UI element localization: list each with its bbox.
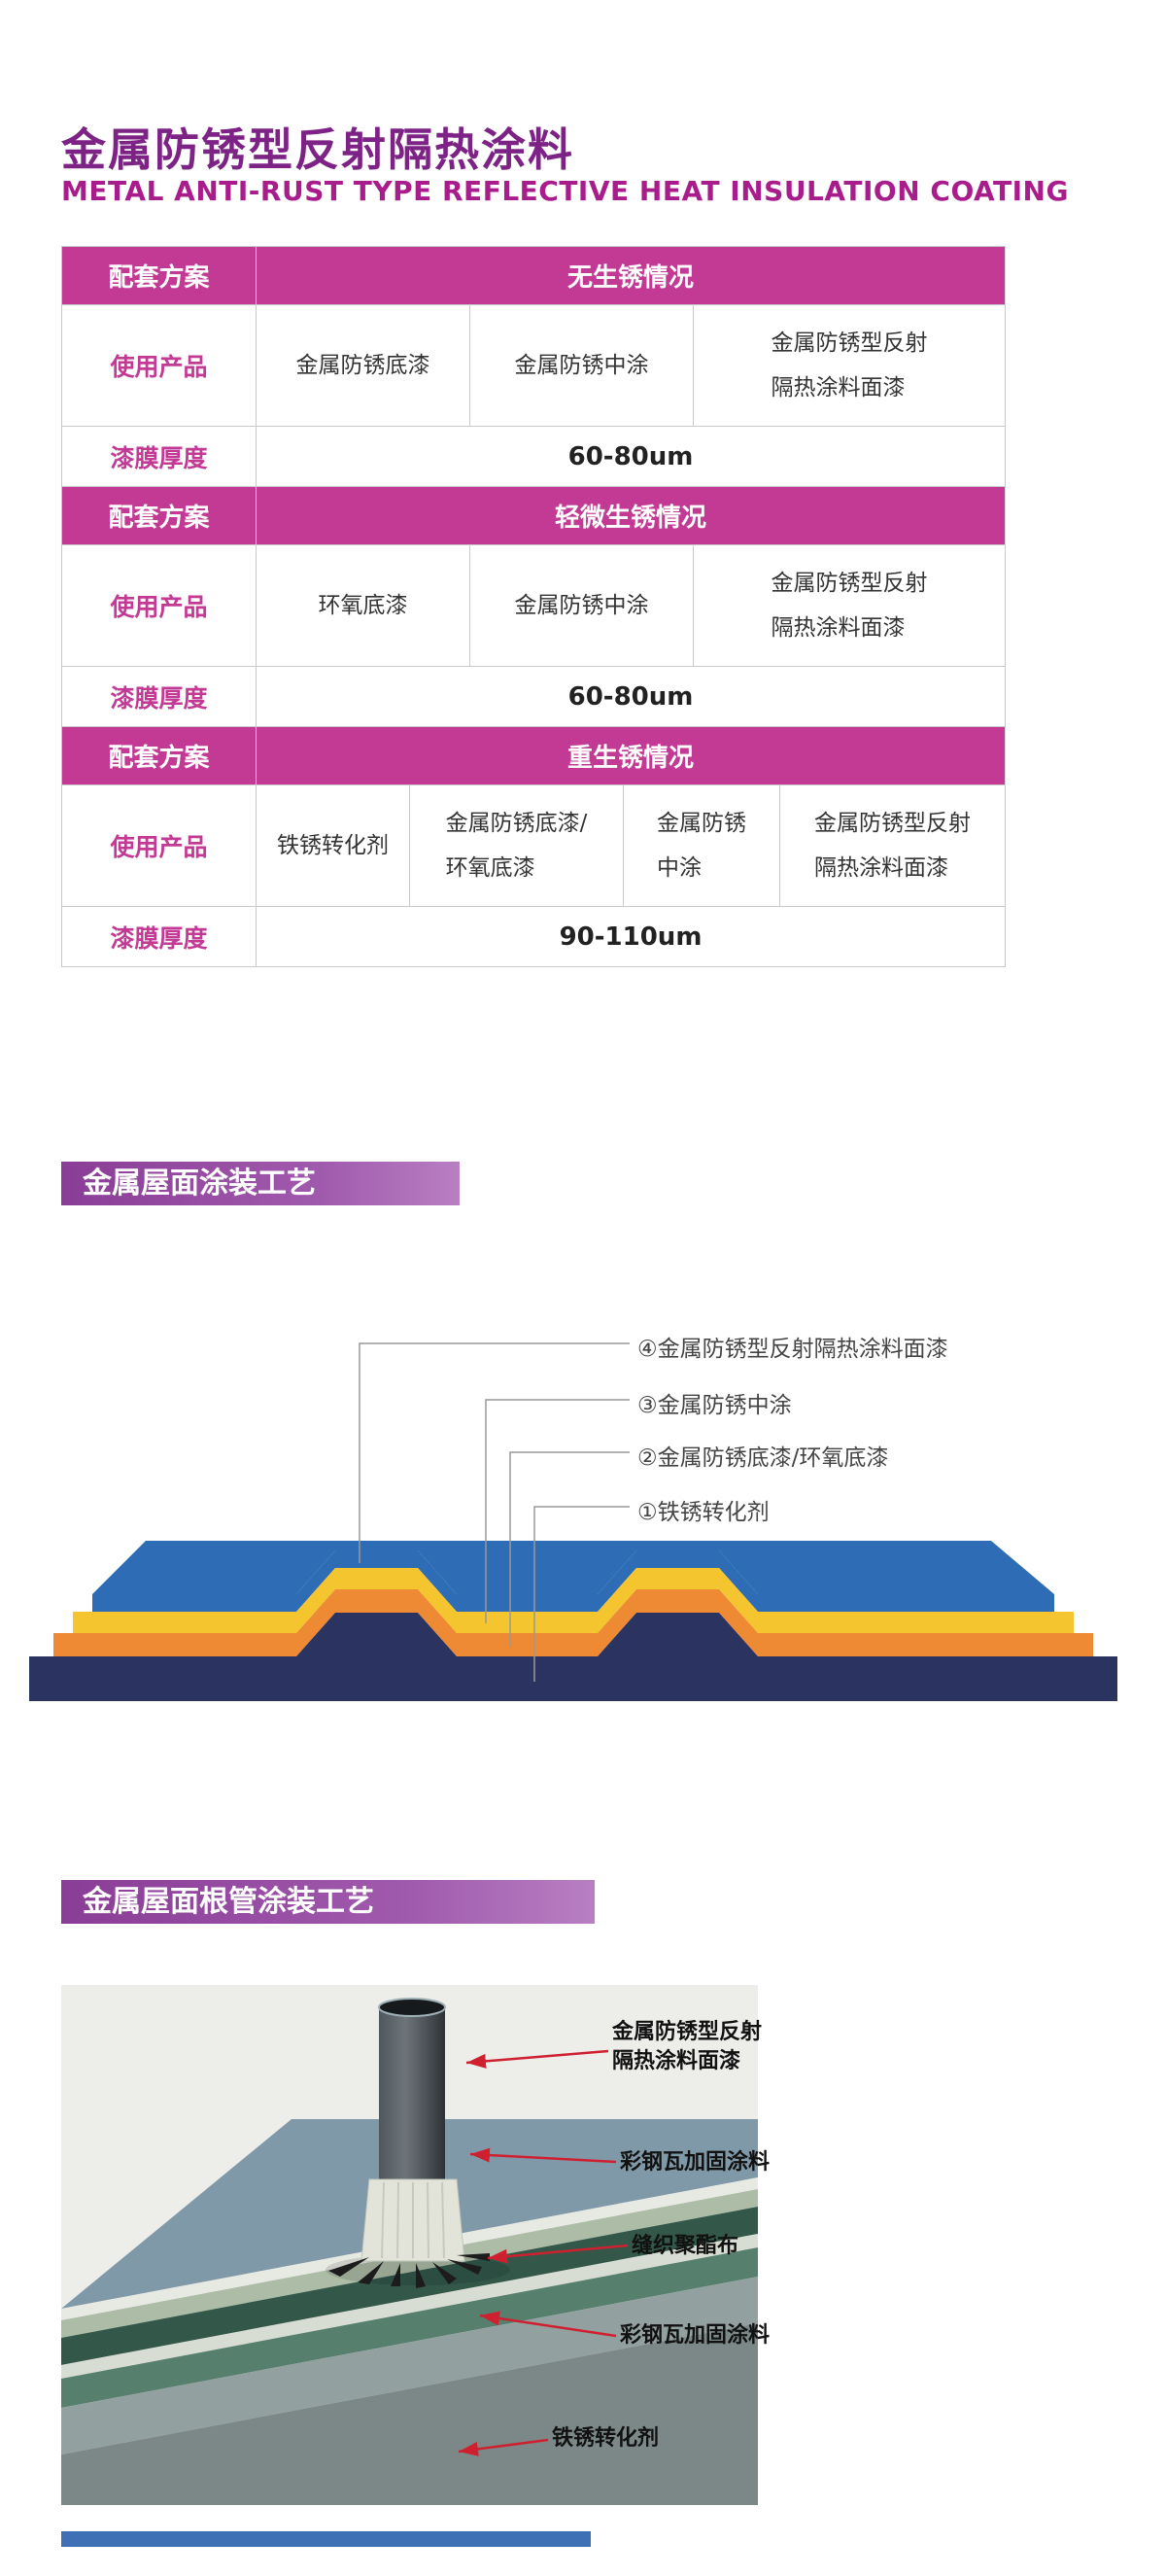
leader-line-rust-converter [533,1506,630,1682]
product-text: 环氧底漆 [318,593,408,618]
roof-layers-svg [29,1342,1117,1701]
fabric-fringe [328,2253,490,2288]
callout-rust-converter: 铁锈转化剂 [552,2426,660,2451]
thickness-value-cell: 90-110um [257,907,1006,967]
products-label-cell: 使用产品 [62,305,257,427]
layer-label-midcoat: ③金属防锈中涂 [637,1393,792,1418]
page-subtitle: METAL ANTI-RUST TYPE REFLECTIVE HEAT INS… [61,175,1069,207]
roof-layer-topcoat-band [92,1550,1054,1612]
product-cell: 金属防锈型反射 隔热涂料面漆 [780,785,1006,907]
roof-layer-topcoat-surface [92,1541,1054,1594]
roof-layer-primer-band [53,1589,1093,1656]
plan-header-cell: 配套方案 [62,247,257,305]
thickness-value-cell: 60-80um [257,427,1006,487]
product-text: 金属防锈底漆/ 环氧底漆 [445,811,588,881]
product-text: 金属防锈 中涂 [657,811,746,881]
thickness-row: 漆膜厚度 60-80um [62,427,1006,487]
table-header-row: 配套方案 轻微生锈情况 [62,487,1006,545]
arrow-rust-converter [458,2438,549,2456]
products-row: 使用产品 环氧底漆 金属防锈中涂 金属防锈型反射 隔热涂料面漆 [62,545,1006,667]
plan-header-cell: 配套方案 [62,487,257,545]
thickness-value-cell: 60-80um [257,667,1006,727]
roof-layer-midcoat-band [73,1568,1074,1633]
bottom-blue-strip [61,2531,591,2547]
pipe-top-rim [378,1998,446,2017]
callout-reinforce-upper: 彩钢瓦加固涂料 [620,2150,771,2175]
products-row: 使用产品 铁锈转化剂 金属防锈底漆/ 环氧底漆 金属防锈 中涂 金属防锈型反射 … [62,785,1006,907]
arrow-reinforce-lower [479,2311,617,2338]
product-text: 铁锈转化剂 [277,833,389,858]
pipe-illustration-svg [61,1985,758,2505]
condition-header-cell: 重生锈情况 [257,727,1006,785]
thickness-row: 漆膜厚度 90-110um [62,907,1006,967]
callout-polyester-fabric: 缝织聚酯布 [632,2234,739,2258]
thickness-label-cell: 漆膜厚度 [62,427,257,487]
product-text: 金属防锈中涂 [514,353,649,378]
layer-label-rust-converter: ①铁锈转化剂 [637,1500,770,1525]
product-text: 金属防锈底漆 [295,353,430,378]
sheet-band-dark-green [61,2207,758,2365]
thickness-row: 漆膜厚度 60-80um [62,667,1006,727]
product-text: 金属防锈型反射 隔热涂料面漆 [771,571,928,641]
product-cell: 铁锈转化剂 [257,785,410,907]
product-cell: 金属防锈中涂 [470,305,694,427]
roof-layer-rust-converter-slab [29,1613,1117,1701]
arrow-topcoat [465,2049,609,2069]
layer-label-topcoat: ④金属防锈型反射隔热涂料面漆 [637,1337,948,1362]
product-cell: 金属防锈型反射 隔热涂料面漆 [694,305,1006,427]
layer-label-primer: ②金属防锈底漆/环氧底漆 [637,1445,889,1471]
product-cell: 金属防锈底漆 [257,305,470,427]
table-header-row: 配套方案 重生锈情况 [62,727,1006,785]
collar-streaks [381,2181,445,2259]
product-cell: 金属防锈中涂 [470,545,694,667]
product-cell: 金属防锈 中涂 [624,785,780,907]
products-label-cell: 使用产品 [62,545,257,667]
leader-line-primer [509,1451,630,1647]
product-cell: 金属防锈型反射 隔热涂料面漆 [694,545,1006,667]
product-cell: 金属防锈底漆/ 环氧底漆 [410,785,624,907]
arrow-polyester-fabric [487,2244,629,2264]
leader-line-topcoat [359,1342,630,1563]
base-metal-lower [61,2323,758,2505]
thickness-label-cell: 漆膜厚度 [62,907,257,967]
plan-header-cell: 配套方案 [62,727,257,785]
roof-layers-diagram: ④金属防锈型反射隔热涂料面漆 ③金属防锈中涂 ②金属防锈底漆/环氧底漆 ①铁锈转… [0,1322,1166,1769]
base-metal-upper [61,2277,758,2454]
condition-header-cell: 轻微生锈情况 [257,487,1006,545]
product-cell: 环氧底漆 [257,545,470,667]
condition-header-cell: 无生锈情况 [257,247,1006,305]
pipe-illustration: 金属防锈型反射 隔热涂料面漆 彩钢瓦加固涂料 缝织聚酯布 彩钢瓦加固涂料 铁锈转… [0,1973,1166,2527]
callout-arrows [458,2049,629,2456]
leader-line-midcoat [485,1399,630,1623]
section-heading-roof-process: 金属屋面涂装工艺 [61,1162,460,1205]
coating-plan-table: 配套方案 无生锈情况 使用产品 金属防锈底漆 金属防锈中涂 金属防锈型反射 隔热… [61,246,1006,967]
thickness-label-cell: 漆膜厚度 [62,667,257,727]
sheet-band-pale [61,2234,758,2379]
product-text: 金属防锈型反射 隔热涂料面漆 [771,331,928,400]
page-title: 金属防锈型反射隔热涂料 [61,123,574,176]
sheet-band-sage [61,2189,758,2338]
products-row: 使用产品 金属防锈底漆 金属防锈中涂 金属防锈型反射 隔热涂料面漆 [62,305,1006,427]
callout-topcoat: 金属防锈型反射 隔热涂料面漆 [612,2020,763,2073]
table-header-row: 配套方案 无生锈情况 [62,247,1006,305]
product-text: 金属防锈中涂 [514,593,649,618]
section-heading-pipe-process: 金属屋面根管涂装工艺 [61,1880,595,1924]
pipe [379,2007,445,2197]
products-label-cell: 使用产品 [62,785,257,907]
arrow-reinforce-upper [469,2147,617,2164]
sheet-band-teal [61,2247,758,2408]
product-text: 金属防锈型反射 隔热涂料面漆 [814,811,971,881]
callout-reinforce-lower: 彩钢瓦加固涂料 [620,2323,771,2348]
